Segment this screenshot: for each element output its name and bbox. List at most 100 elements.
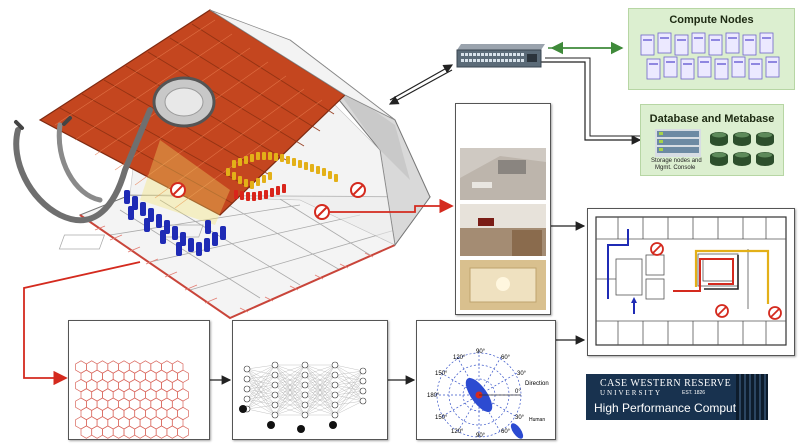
no-entry-icon	[650, 242, 664, 256]
network-node	[271, 411, 279, 419]
network-node	[359, 367, 367, 375]
angle-label: 90°	[476, 349, 486, 355]
network-node	[359, 377, 367, 385]
network-edge	[304, 394, 336, 416]
network-node	[331, 381, 339, 389]
network-edge	[246, 394, 276, 410]
angle-label: 120°	[453, 355, 466, 361]
network-edge	[274, 364, 306, 376]
cwru-wordmark: CASE WESTERN RESERVE	[600, 378, 732, 389]
network-node	[331, 371, 339, 379]
no-entry-icon	[314, 204, 330, 220]
network-edge	[274, 364, 306, 416]
direction-polar-panel: 120° 90° 60° 150° 30° 180° 0° 150° 30° 1…	[416, 320, 556, 440]
network-edge	[304, 374, 336, 416]
network-node	[301, 381, 309, 389]
database-title: Database and Metabase	[649, 113, 775, 125]
hexagon-cell	[134, 425, 146, 439]
rack-photo-strip	[736, 374, 768, 420]
ceiling-sensor-photo-1	[460, 148, 546, 200]
network-edge	[304, 364, 336, 396]
angle-label: 60°	[501, 355, 511, 361]
storage-caption-2: Mgmt. Console	[655, 165, 696, 171]
angle-label: 150°	[435, 415, 448, 421]
network-edge	[274, 364, 306, 386]
cwru-wordmark-university: UNIVERSITY	[600, 389, 662, 397]
network-node	[301, 361, 309, 369]
network-edge	[246, 364, 276, 400]
angle-label: 30°	[515, 415, 525, 421]
network-edge	[246, 374, 276, 410]
network-edge	[304, 364, 336, 386]
crowd-gold	[226, 152, 338, 189]
hexagon-cell	[80, 425, 93, 439]
hexagon-cell	[177, 425, 189, 439]
angle-label: 120°	[451, 429, 464, 435]
hexagon-cell	[166, 425, 178, 439]
ceiling-sensor-photo-3	[460, 260, 546, 310]
network-node	[243, 365, 251, 373]
network-node	[359, 387, 367, 395]
neural-network-panel	[232, 320, 388, 440]
network-bias-node	[267, 421, 275, 429]
network-node	[331, 361, 339, 369]
network-node	[331, 411, 339, 419]
network-bias-node	[297, 425, 305, 433]
network-node	[359, 397, 367, 405]
smart-house-illustration	[13, 9, 431, 320]
network-edge	[246, 364, 276, 410]
no-entry-icon	[170, 182, 186, 198]
angle-label: 60°	[501, 429, 511, 435]
cwru-hpc-logo: CASE WESTERN RESERVE UNIVERSITY EST. 182…	[586, 374, 768, 420]
angle-label: 150°	[435, 371, 448, 377]
network-node	[271, 391, 279, 399]
hexagon-cell	[91, 425, 103, 439]
network-node	[331, 391, 339, 399]
network-edge	[334, 390, 364, 416]
network-node	[301, 391, 309, 399]
network-edge	[246, 384, 276, 410]
network-edge	[274, 394, 306, 416]
angle-label: 180°	[427, 393, 440, 399]
network-edge	[304, 364, 336, 376]
network-node	[301, 411, 309, 419]
network-node	[331, 401, 339, 409]
hexagon-grid-panel	[68, 320, 210, 440]
network-edge	[334, 370, 364, 416]
network-edge	[246, 404, 276, 410]
network-node	[301, 401, 309, 409]
network-edge	[274, 404, 306, 416]
hexagon-grid	[75, 360, 189, 439]
network-edge	[334, 380, 364, 416]
server-cluster-icon	[640, 32, 780, 80]
network-edge	[246, 364, 276, 390]
cwru-established: EST. 1826	[682, 390, 706, 396]
network-edge	[246, 408, 276, 416]
human-label: Human	[529, 417, 545, 423]
floor-plan-panel	[587, 208, 795, 356]
compute-nodes-panel: Compute Nodes	[628, 8, 795, 90]
hexagon-cell	[112, 425, 125, 439]
compute-nodes-title: Compute Nodes	[669, 14, 754, 26]
network-edge	[274, 384, 306, 416]
hexagon-cell	[102, 425, 114, 439]
network-edge	[274, 364, 306, 406]
network-edge	[274, 364, 306, 396]
direction-label: Direction	[525, 381, 549, 387]
network-node	[271, 361, 279, 369]
no-entry-icon	[768, 306, 782, 320]
no-entry-icon	[350, 182, 366, 198]
network-node	[243, 385, 251, 393]
network-node	[271, 381, 279, 389]
neural-network-diagram	[239, 361, 367, 433]
network-node	[243, 375, 251, 383]
network-edge	[304, 404, 336, 416]
network-node	[271, 371, 279, 379]
storage-caption-1: Storage nodes and	[651, 158, 702, 164]
no-entry-icon	[715, 304, 729, 318]
storage-node-icon	[655, 129, 701, 157]
network-edge	[246, 364, 276, 370]
direction-polar-plot: 120° 90° 60° 150° 30° 180° 0° 150° 30° 1…	[427, 349, 549, 439]
network-edge	[334, 370, 364, 396]
ceiling-sensor-photo-2	[460, 204, 546, 256]
